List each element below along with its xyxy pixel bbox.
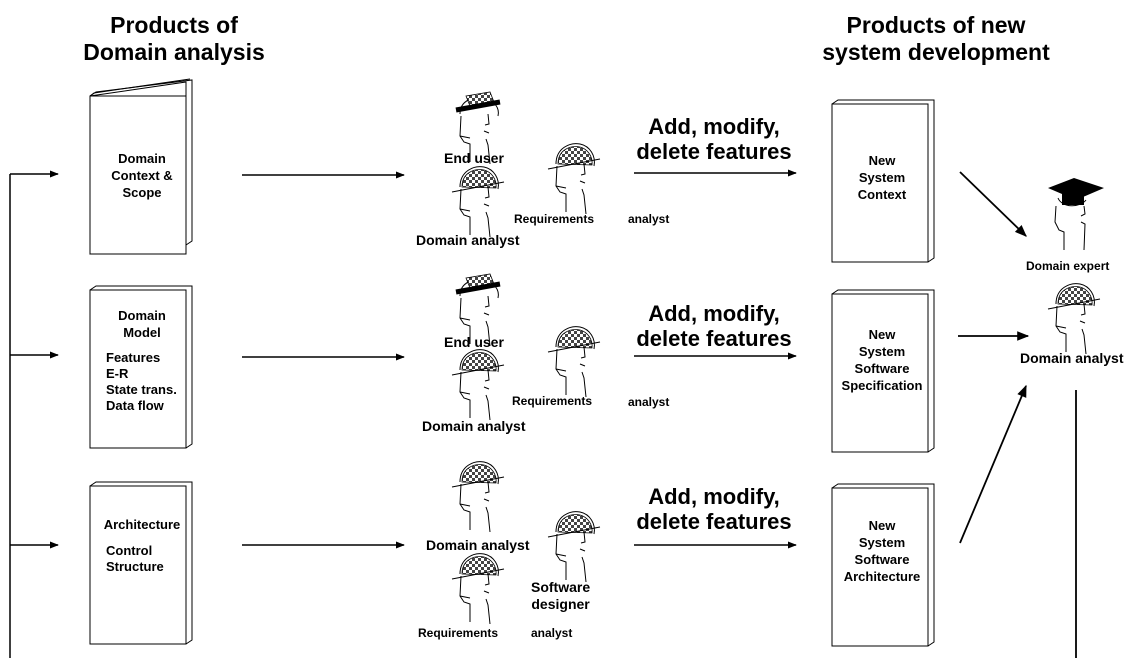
book-items-architecture: Control Structure — [106, 543, 164, 574]
action-label-row-2: Add, modify, delete features — [636, 301, 792, 351]
role-requirements-2: Requirements — [512, 394, 593, 408]
action-label-row-3: Add, modify, delete features — [636, 484, 792, 534]
arrows-to-review — [242, 171, 405, 549]
role-domain-analyst-expert: Domain analyst — [1020, 350, 1124, 366]
role-domain-expert: Domain expert — [1026, 259, 1110, 273]
role-analyst-3: analyst — [531, 626, 573, 640]
book-new-spec — [831, 289, 935, 453]
book-label-domain-model: Domain Model — [118, 308, 166, 340]
book-label-domain-context: Domain Context & Scope — [111, 151, 173, 200]
domain-analyst-figure-2 — [451, 349, 505, 421]
role-domain-analyst-1: Domain analyst — [416, 232, 520, 248]
role-end-user-1: End user — [444, 150, 504, 166]
heading-domain-analysis: Products of Domain analysis — [83, 12, 265, 65]
book-domain-model — [89, 285, 193, 449]
requirements-analyst-figure-2 — [547, 326, 601, 398]
book-label-new-arch: New System Software Architecture — [843, 518, 921, 584]
feedback-bracket-left — [9, 170, 59, 658]
book-new-context — [831, 99, 935, 263]
role-domain-analyst-3: Domain analyst — [426, 537, 530, 553]
book-items-domain-model: Features E-R State trans. Data flow — [106, 350, 177, 413]
requirements-analyst-figure-1 — [547, 143, 601, 215]
arrows-to-expert — [958, 171, 1077, 658]
book-new-arch — [831, 483, 935, 647]
domain-analyst-figure-3 — [451, 461, 505, 533]
role-domain-analyst-2: Domain analyst — [422, 418, 526, 434]
book-label-new-context: New System Context — [857, 153, 907, 202]
role-analyst-1: analyst — [628, 212, 670, 226]
heading-new-system-development: Products of new system development — [822, 12, 1050, 65]
action-label-row-1: Add, modify, delete features — [636, 114, 792, 164]
arrows-to-new-products — [634, 169, 797, 549]
role-end-user-2: End user — [444, 334, 504, 350]
role-software-designer: Software designer — [531, 579, 591, 612]
book-label-architecture: Architecture — [103, 517, 181, 532]
role-requirements-1: Requirements — [514, 212, 595, 226]
book-architecture — [89, 481, 193, 645]
role-analyst-2: analyst — [628, 395, 670, 409]
role-requirements-3: Requirements — [418, 626, 499, 640]
book-domain-context — [89, 78, 193, 255]
software-designer-figure — [547, 511, 601, 583]
domain-analyst-expert-figure — [1047, 283, 1101, 355]
domain-expert-figure — [1048, 178, 1104, 251]
requirements-analyst-figure-3 — [451, 553, 505, 625]
domain-analyst-figure-1 — [451, 166, 505, 238]
book-label-new-spec: New System Software Specification — [841, 327, 923, 393]
